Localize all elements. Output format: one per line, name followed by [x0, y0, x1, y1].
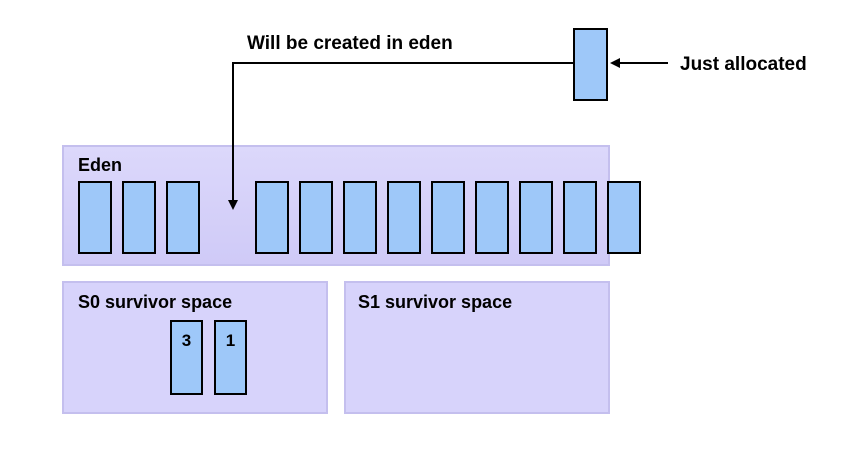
eden-object: [387, 181, 421, 254]
eden-object: [166, 181, 200, 254]
eden-object: [607, 181, 641, 254]
s0-object: [214, 320, 247, 395]
top-annotation: Will be created in eden: [247, 33, 453, 54]
s1-label: S1 survivor space: [358, 292, 512, 312]
eden-object: [255, 181, 289, 254]
eden-object: [519, 181, 553, 254]
eden-label: Eden: [78, 155, 122, 175]
eden-objects: [78, 181, 641, 254]
eden-object: [563, 181, 597, 254]
eden-object: [78, 181, 112, 254]
s0-object: [170, 320, 203, 395]
s1-survivor-region: [344, 281, 610, 414]
s0-object-label: 1: [226, 331, 235, 350]
eden-creation-arrow: [228, 62, 574, 210]
s0-label: S0 survivor space: [78, 292, 232, 312]
eden-object: [431, 181, 465, 254]
s0-object-label: 3: [182, 331, 191, 350]
eden-object: [122, 181, 156, 254]
right-annotation: Just allocated: [680, 54, 807, 75]
eden-object: [475, 181, 509, 254]
eden-object: [299, 181, 333, 254]
eden-object: [343, 181, 377, 254]
just-allocated-object: [573, 28, 608, 101]
